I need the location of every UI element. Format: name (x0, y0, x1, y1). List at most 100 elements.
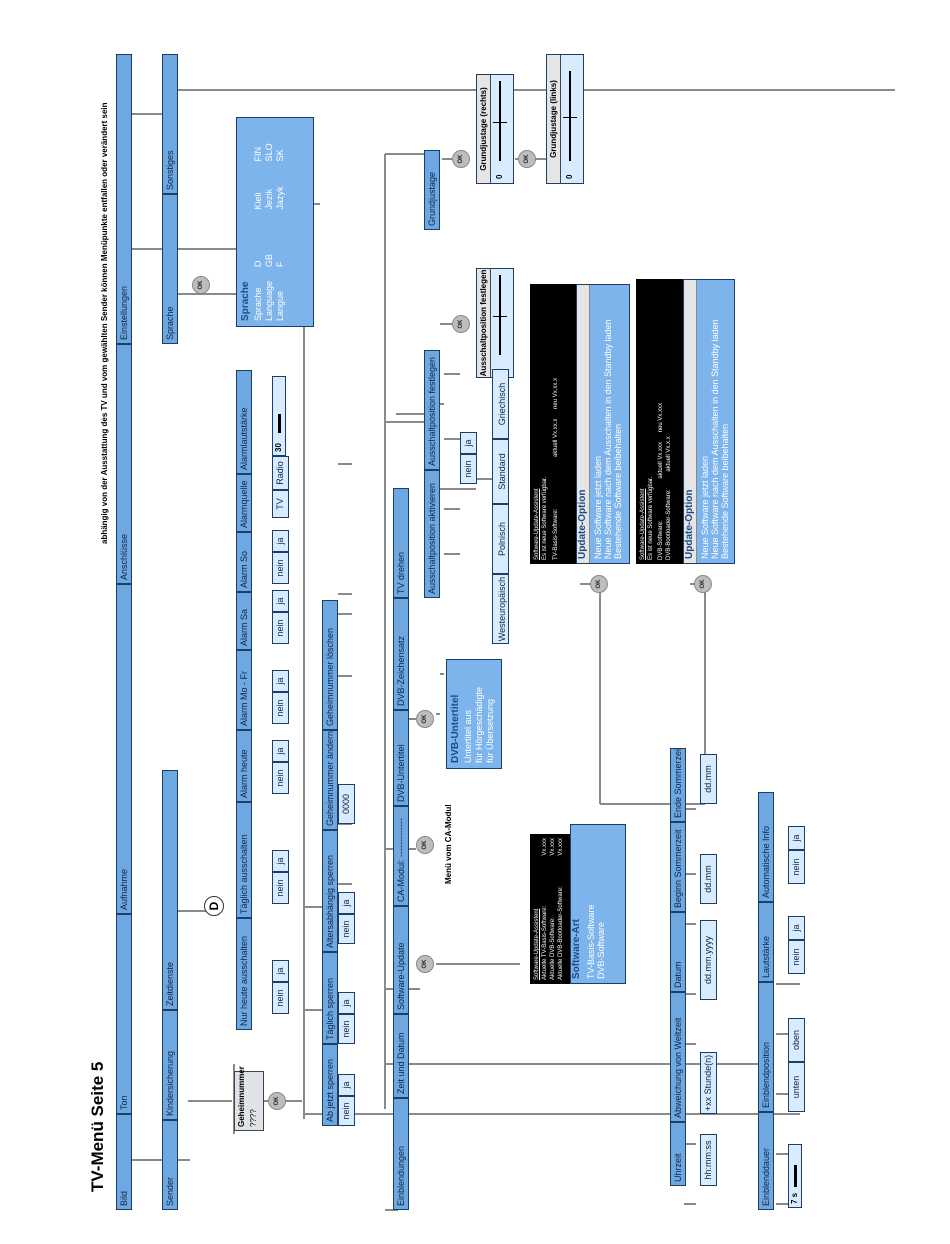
main-menu-4: Einstellungen (116, 54, 132, 344)
ok-sprache: OK (192, 276, 210, 294)
update-option-item: Neue Software jetzt laden (593, 455, 603, 559)
kinder-yes-0: ja (338, 1074, 355, 1096)
kinder-no-0: nein (338, 1096, 355, 1126)
pos-oben: oben (788, 1018, 805, 1062)
kinder-item-4: Geheimnummer löschen (322, 600, 338, 730)
update1-box: Software-Update-Assistent Es ist neue So… (530, 284, 576, 564)
sprache-cell: Language (264, 280, 274, 321)
zeit-item-3: Alarm Mo - Fr (236, 650, 252, 730)
sonst-item-2: Grundjustage (424, 150, 440, 230)
einblend-item-1: Einblendposition (758, 982, 774, 1112)
dvb-untertitel-item: für Hörgeschädigte (474, 686, 484, 763)
availability-note: abhängig von der Ausstattung des TV und … (100, 102, 109, 544)
auto-no: nein (788, 850, 805, 884)
main-menu-3: Anschlüsse (116, 344, 132, 584)
pos-unten: unten (788, 1062, 805, 1112)
sprache-cell: D (253, 260, 263, 268)
alarm-volume-slider: 30 (272, 376, 286, 456)
einblend-item-2: Lautstärke (758, 902, 774, 982)
kinder-yes-2: ja (338, 892, 355, 914)
ok-grundjustage: OK (452, 150, 470, 168)
zeit-yes-1: ja (272, 850, 289, 872)
sw-info-box: Software-Update-Assistent Aktuelle TV-Ba… (530, 834, 570, 984)
alarm-volume-fill (278, 414, 281, 433)
einblend-fill (794, 1165, 797, 1187)
aus-no: nein (460, 454, 477, 484)
update-option-item: Bestehende Software beibehalten (613, 423, 623, 559)
zeit-no-4: nein (272, 612, 289, 644)
zeitdatum-item-2: Datum (670, 912, 686, 992)
sw-info-cell: Aktuelle DVB-Bootloader-Software: (558, 886, 564, 980)
charset-1: Polnisch (492, 504, 509, 574)
alarm-source-tv: TV (272, 490, 289, 518)
zeit-item-2: Alarm heute (236, 730, 252, 802)
update2-row2-label: DVB-Bootloader-Software: (666, 489, 672, 560)
sw-art-item: DVB-Software (596, 921, 606, 979)
update-option-item: Neue Software nach dem Ausschalten in de… (603, 319, 613, 559)
sw-info-row: Aktuelle DVB-Software:Vx.xxx (549, 838, 557, 980)
geheimnummer-value: ???? (249, 1109, 258, 1127)
update-option-title-1: Update-Option (577, 285, 590, 563)
sw-info-cell: Vx.xxx (558, 838, 564, 856)
einst-item-4: DVB-Untertitel (393, 710, 409, 806)
einblend-item-3: Automatische Info (758, 792, 774, 902)
zeit-yes-0: ja (272, 960, 289, 982)
zeit-item-7: Alarmlautstärke (236, 370, 252, 474)
ok-update-2: OK (694, 575, 712, 593)
zeit-no-3: nein (272, 692, 289, 724)
update1-new: neu Vx.xx.x (553, 377, 559, 409)
aus-yes: ja (460, 432, 477, 454)
update1-current: aktuell Vx.xx.x (553, 418, 559, 457)
einst-item-2: Software-Update (393, 906, 409, 1014)
einblend-item-0: Einblenddauer (758, 1112, 774, 1210)
einst-item-3: CA-Modul: ------------- (393, 806, 409, 906)
sprache-cell: Jazyk (275, 186, 285, 210)
kinder-item-2: Altersabhängig sperren (322, 830, 338, 952)
ok-sw-update: OK (416, 955, 434, 973)
update2-row1-current: aktuell Vx.xxx (658, 441, 664, 479)
zeitdatum-item-1: Abweichung von Weltzeit (670, 992, 686, 1122)
zeit-no-5: nein (272, 552, 289, 584)
ok-ausschalt: OK (452, 315, 470, 333)
sprache-cell: SK (275, 149, 285, 162)
update1-line: Es ist neue Software verfügbar. (542, 476, 548, 560)
zeit-yes-5: ja (272, 530, 289, 552)
update2-title: Software-Update-Assistent (640, 488, 646, 560)
kinder-item-1: Täglich sperren (322, 952, 338, 1044)
dvb-untertitel-item: Untertitel aus (463, 709, 473, 763)
zeitdatum-item-0: Uhrzeit (670, 1122, 686, 1186)
sw-info-cell: Aktuelle DVB-Software: (550, 917, 556, 980)
d-marker: D (204, 896, 224, 916)
sprache-cell: SLO (264, 143, 274, 162)
sub-menu-2: Kindersicherung (162, 1010, 178, 1120)
zeit-no-1: nein (272, 872, 289, 904)
kinder-item-3: Geheimnummer ändern (322, 730, 338, 830)
sw-info-title: Software-Update-Assistent (534, 908, 540, 980)
sw-art-item: TV-Basis-Software (586, 904, 596, 979)
kinder-no-2: nein (338, 914, 355, 944)
kinder-item-0: Ab jetzt sperren (322, 1044, 338, 1126)
zeit-yes-4: ja (272, 590, 289, 612)
update2-row2-current: aktuell Vx.x.x (666, 436, 672, 472)
zeit-yes-3: ja (272, 670, 289, 692)
update-option-item: Neue Software nach dem Ausschalten in de… (710, 319, 720, 559)
ausschalt-slider-title: Ausschaltposition festlegen (477, 269, 491, 377)
update2-line: Es ist neue Software verfügbar. (648, 476, 654, 560)
einblend-value: 7 s (790, 1192, 799, 1204)
update2-row1-label: DVB-Software: (658, 520, 664, 560)
sonst-item-1: Ausschaltposition festlegen (424, 350, 440, 470)
sub-menu-0: Sender (162, 1120, 178, 1210)
zeitdatum-value-1: +xx Stunde(n) (700, 1052, 717, 1114)
einst-item-0: Einblendungen (393, 1098, 409, 1210)
zeitdatum-item-3: Beginn Sommerzeit (670, 822, 686, 912)
alarm-source-radio: Radio (272, 456, 289, 490)
page-title: TV-Menü Seite 5 (88, 1061, 107, 1192)
